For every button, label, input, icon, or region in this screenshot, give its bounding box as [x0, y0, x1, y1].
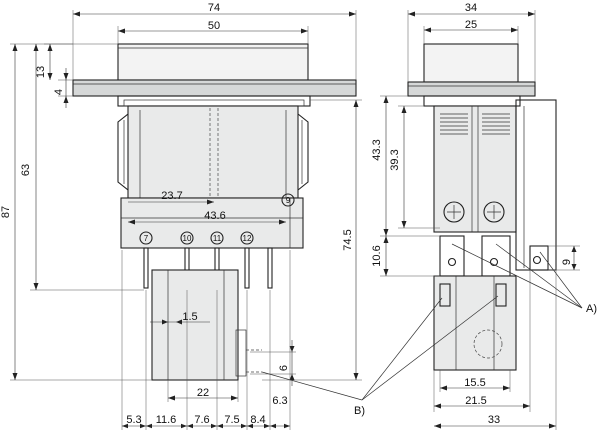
dim-50: 50	[208, 20, 220, 32]
dim-1-5: 1.5	[182, 311, 197, 323]
front-dimensions: 74 50 13 4 63 87	[0, 2, 362, 430]
terminal-9-label: 9	[286, 196, 291, 205]
side-lower-housing	[433, 275, 517, 371]
dim-43-3: 43.3	[371, 139, 383, 160]
front-lower-housing	[151, 269, 239, 381]
terminal-11-label: 11	[213, 234, 222, 243]
dim-6: 6	[278, 365, 290, 371]
callout-b-label: B)	[354, 405, 365, 417]
dim-21-5: 21.5	[465, 395, 486, 407]
dim-15-5: 15.5	[464, 377, 485, 389]
side-view	[407, 43, 557, 371]
dim-74-5: 74.5	[342, 229, 354, 250]
dim-74: 74	[208, 2, 220, 14]
terminal-12-label: 12	[243, 234, 252, 243]
dim-6-3: 6.3	[272, 395, 287, 407]
front-flange	[72, 79, 357, 97]
dim-7-6: 7.6	[194, 414, 209, 426]
terminal-10-label: 10	[183, 234, 192, 243]
screw-left-icon	[443, 201, 465, 223]
dim-23-7: 23.7	[161, 190, 182, 202]
dim-10-6: 10.6	[371, 245, 383, 266]
callouts: A) B)	[261, 243, 597, 417]
dim-11-6: 11.6	[156, 414, 177, 426]
dim-8-4: 8.4	[250, 414, 265, 426]
callout-a-label: A)	[586, 303, 597, 315]
dim-4: 4	[53, 89, 65, 95]
dim-25: 25	[465, 19, 477, 31]
dim-87: 87	[0, 206, 12, 218]
dim-39-3: 39.3	[389, 149, 401, 170]
dim-33: 33	[488, 414, 500, 426]
side-dimensions: 34 25 43.3 39.3 10.6 9	[371, 2, 580, 430]
dim-9: 9	[561, 259, 573, 265]
dim-22: 22	[197, 387, 209, 399]
dim-43-6: 43.6	[204, 210, 225, 222]
side-cap	[423, 43, 519, 83]
front-cap	[117, 43, 309, 81]
dim-5-3: 5.3	[126, 414, 141, 426]
side-flange	[407, 81, 536, 97]
front-view: 9 7 10 11 12	[72, 43, 357, 381]
dim-7-5: 7.5	[224, 414, 239, 426]
dim-13: 13	[35, 66, 47, 78]
front-housing	[127, 105, 299, 199]
dim-63: 63	[20, 164, 32, 176]
terminal-7-label: 7	[144, 234, 149, 243]
dim-34: 34	[465, 2, 477, 14]
screw-right-icon	[483, 201, 505, 223]
